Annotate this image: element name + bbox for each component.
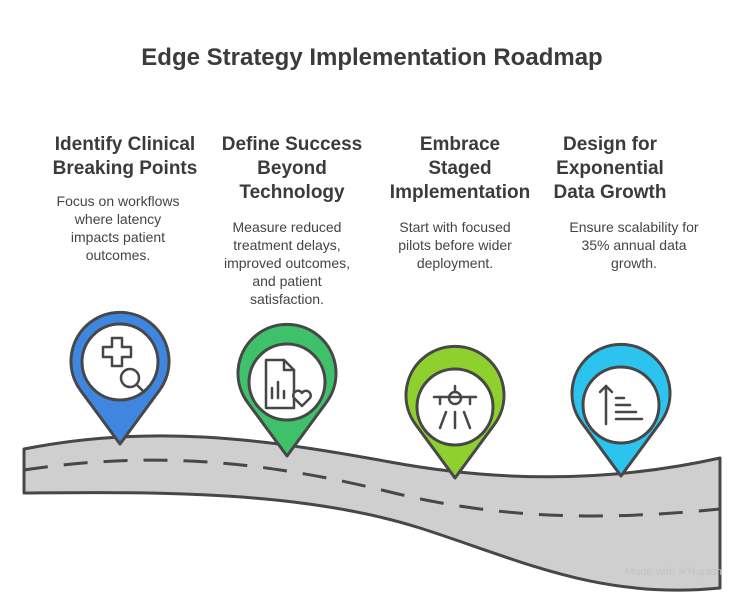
ascending-bars-icon [598, 384, 644, 426]
step-4-heading-line: Data Growth [553, 182, 667, 203]
step-2-desc-line: improved outcomes, [223, 255, 351, 271]
pin-step-4 [570, 342, 672, 478]
step-2-heading-line: Technology [239, 182, 345, 203]
step-4-heading: Design for Exponential Data Growth [525, 133, 695, 205]
step-3-desc-line: deployment. [416, 255, 494, 271]
pin-step-3-inner [415, 367, 495, 447]
step-1-heading-line: Breaking Points [52, 158, 198, 179]
pin-step-1-inner [80, 322, 160, 402]
step-1-heading-line: Identify Clinical [54, 134, 196, 155]
step-1-desc-line: impacts patient [70, 229, 166, 245]
step-2-desc-line: treatment delays, [233, 237, 341, 253]
step-3-heading-line: Implementation [389, 182, 531, 203]
pin-step-3 [404, 344, 506, 480]
runway-landing-icon [432, 384, 478, 430]
step-3-heading-line: Staged [428, 158, 492, 179]
watermark: Made with ≯ Napkin [625, 566, 722, 578]
step-1-heading: Identify Clinical Breaking Points [40, 133, 210, 181]
step-3-heading-line: Embrace [419, 134, 501, 155]
step-2-heading-line: Define Success [221, 134, 363, 155]
document-chart-heart-icon [264, 358, 312, 410]
road [22, 434, 722, 592]
step-4-desc-line: 35% annual data [581, 237, 687, 253]
step-1-description: Focus on workflows where latency impacts… [38, 192, 198, 264]
step-2-heading-line: Beyond [257, 158, 327, 179]
step-3-desc-line: Start with focused [399, 219, 511, 235]
step-4-desc-line: growth. [611, 255, 657, 271]
step-2-desc-line: Measure reduced [232, 219, 342, 235]
step-2-description: Measure reduced treatment delays, improv… [207, 218, 367, 308]
clinical-search-icon [101, 336, 146, 394]
step-3-heading: Embrace Staged Implementation [375, 133, 545, 205]
step-2-desc-line: satisfaction. [250, 291, 324, 307]
step-4-heading-line: Design for [563, 134, 657, 155]
step-2-desc-line: and patient [252, 273, 322, 289]
step-1-desc-line: where latency [74, 211, 162, 227]
step-4-desc-line: Ensure scalability for [569, 219, 699, 235]
pin-step-2 [236, 322, 338, 458]
step-4-description: Ensure scalability for 35% annual data g… [549, 218, 719, 272]
step-3-desc-line: pilots before wider [398, 237, 512, 253]
step-4-heading-line: Exponential [556, 158, 664, 179]
road-center-dashes [23, 458, 721, 518]
step-1-desc-line: Focus on workflows [56, 193, 180, 209]
page-title: Edge Strategy Implementation Roadmap [141, 44, 603, 71]
step-1-desc-line: outcomes. [85, 247, 151, 263]
step-2-heading: Define Success Beyond Technology [207, 133, 377, 205]
pin-step-1 [69, 310, 171, 446]
step-3-description: Start with focused pilots before wider d… [375, 218, 535, 272]
